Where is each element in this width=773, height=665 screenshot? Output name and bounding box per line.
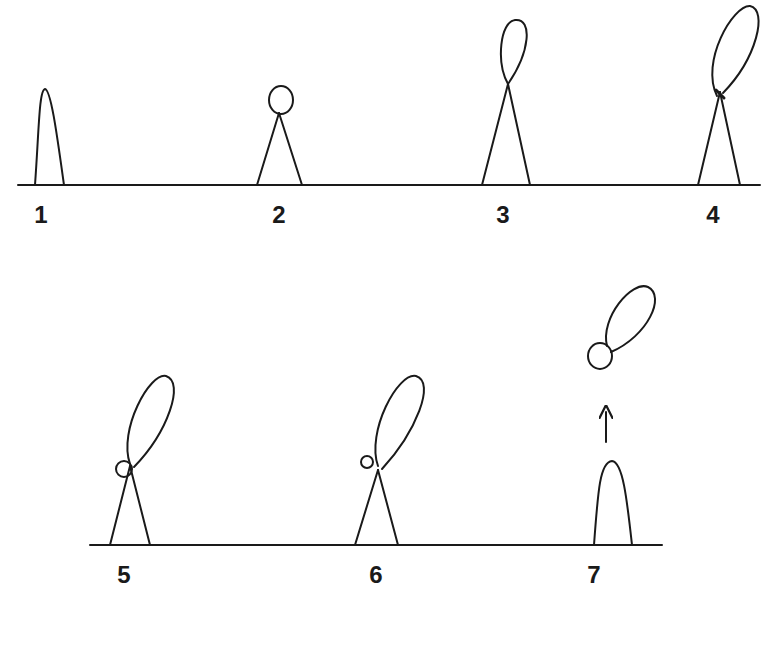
stage-number: 7 — [587, 563, 600, 587]
cone — [35, 89, 64, 185]
stage-number: 4 — [706, 203, 719, 227]
cone-with-bulb — [257, 86, 302, 185]
detached-loop — [588, 286, 655, 545]
stage-number: 3 — [496, 203, 509, 227]
stage-number: 1 — [34, 203, 47, 227]
ground-line — [18, 184, 760, 186]
stage-number: 2 — [272, 203, 285, 227]
cone-with-loop — [355, 376, 424, 545]
cone-with-loop — [698, 6, 759, 185]
cone-with-loop — [482, 20, 530, 185]
ground-line — [90, 544, 662, 546]
cone-with-loop — [110, 376, 174, 545]
stage-number: 5 — [117, 563, 130, 587]
stage-number: 6 — [369, 563, 382, 587]
